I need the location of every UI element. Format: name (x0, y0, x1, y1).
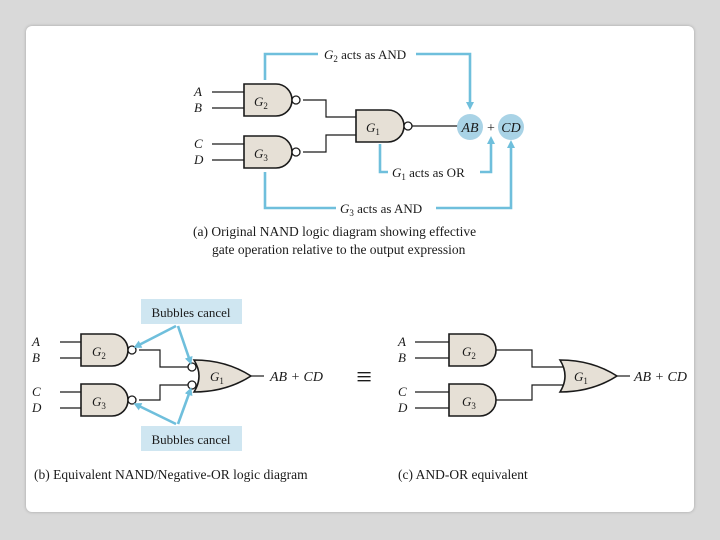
label-c-g1: G1 (574, 369, 588, 386)
gate-b-g3 (80, 383, 129, 417)
gate-b-g2 (80, 333, 129, 367)
bubble-b-g1-bottom (187, 380, 197, 390)
label-a-g2: G2 (254, 94, 268, 111)
label-b-input-b: B (32, 350, 40, 365)
gate-c-g1-or (558, 359, 619, 393)
output-a-ab: AB (460, 121, 479, 136)
label-a-input-c: C (194, 136, 203, 151)
label-c-input-c: C (398, 384, 407, 399)
wire-c-g2-g1 (496, 349, 566, 368)
note-g2-acts-as-and: G2 acts as AND (324, 47, 406, 64)
wire-a-g2-g1 (303, 99, 356, 118)
label-b-g2: G2 (92, 344, 106, 361)
bubble-b-g1-top (187, 362, 197, 372)
label-c-g3: G3 (462, 394, 476, 411)
bubble-b-g2 (127, 345, 137, 355)
output-a-cd: CD (501, 121, 520, 136)
logic-diagram-figure: A B C D G2 G3 G1 AB + CD G2 acts as AND … (31, 45, 687, 482)
bubble-a-g1 (403, 121, 413, 131)
callout-b-top-text: Bubbles cancel (151, 305, 230, 320)
arrow-b-top-to-g2 (133, 324, 177, 348)
output-b: AB + CD (269, 370, 323, 385)
label-c-input-d: D (397, 400, 408, 415)
callout-b-bottom (141, 426, 242, 451)
wire-b-g2-g1 (139, 349, 190, 368)
gate-a-g3 (243, 135, 293, 169)
label-b-input-a: A (31, 334, 40, 349)
label-a-g1: G1 (366, 120, 380, 137)
arrow-b-bottom-to-g1 (176, 387, 193, 425)
diagram-c: A B C D G2 G3 G1 AB + CD (c) AND-OR equi… (397, 333, 687, 482)
label-a-input-d: D (193, 152, 204, 167)
label-c-input-a: A (397, 334, 406, 349)
output-c: AB + CD (633, 370, 687, 385)
label-b-g3: G3 (92, 394, 106, 411)
bubble-b-g3 (127, 395, 137, 405)
caption-a-line1: (a) Original NAND logic diagram showing … (193, 224, 476, 239)
label-c-g2: G2 (462, 344, 476, 361)
equivalence-symbol: ≡ (356, 362, 372, 393)
callout-b-top (141, 299, 242, 324)
gate-c-g2 (448, 333, 497, 367)
note-g1-acts-as-or: G1 acts as OR (392, 165, 465, 182)
label-b-input-d: D (31, 400, 42, 415)
wire-c-g3-g1 (496, 384, 566, 401)
bubble-a-g3 (291, 147, 301, 157)
gate-b-g1-negative-or (192, 359, 253, 393)
slide: A B C D G2 G3 G1 AB + CD G2 acts as AND … (26, 26, 694, 512)
wire-a-g3-g1 (303, 134, 356, 153)
label-a-g3: G3 (254, 146, 268, 163)
label-a-input-a: A (193, 84, 202, 99)
gate-c-g3 (448, 383, 497, 417)
callout-b-bottom-text: Bubbles cancel (151, 432, 230, 447)
wire-b-g3-g1 (139, 384, 190, 401)
note-g3-acts-as-and: G3 acts as AND (340, 201, 422, 218)
gate-a-g2 (243, 83, 293, 117)
gate-a-g1 (355, 109, 405, 143)
label-b-g1: G1 (210, 369, 224, 386)
arrow-b-top-to-g1 (176, 325, 193, 365)
diagram-a: A B C D G2 G3 G1 AB + CD G2 acts as AND … (193, 45, 524, 257)
caption-c: (c) AND-OR equivalent (398, 467, 528, 482)
label-c-input-b: B (398, 350, 406, 365)
output-a-plus: + (487, 121, 495, 136)
label-b-input-c: C (32, 384, 41, 399)
diagram-b: Bubbles cancel Bubbles cancel A B C D G2… (31, 299, 323, 482)
arrow-b-bottom-to-g3 (133, 403, 177, 426)
caption-b: (b) Equivalent NAND/Negative-OR logic di… (34, 467, 308, 482)
highlight-ab (457, 114, 483, 140)
label-a-input-b: B (194, 100, 202, 115)
caption-a-line2: gate operation relative to the output ex… (212, 242, 466, 257)
highlight-cd (498, 114, 524, 140)
bubble-a-g2 (291, 95, 301, 105)
